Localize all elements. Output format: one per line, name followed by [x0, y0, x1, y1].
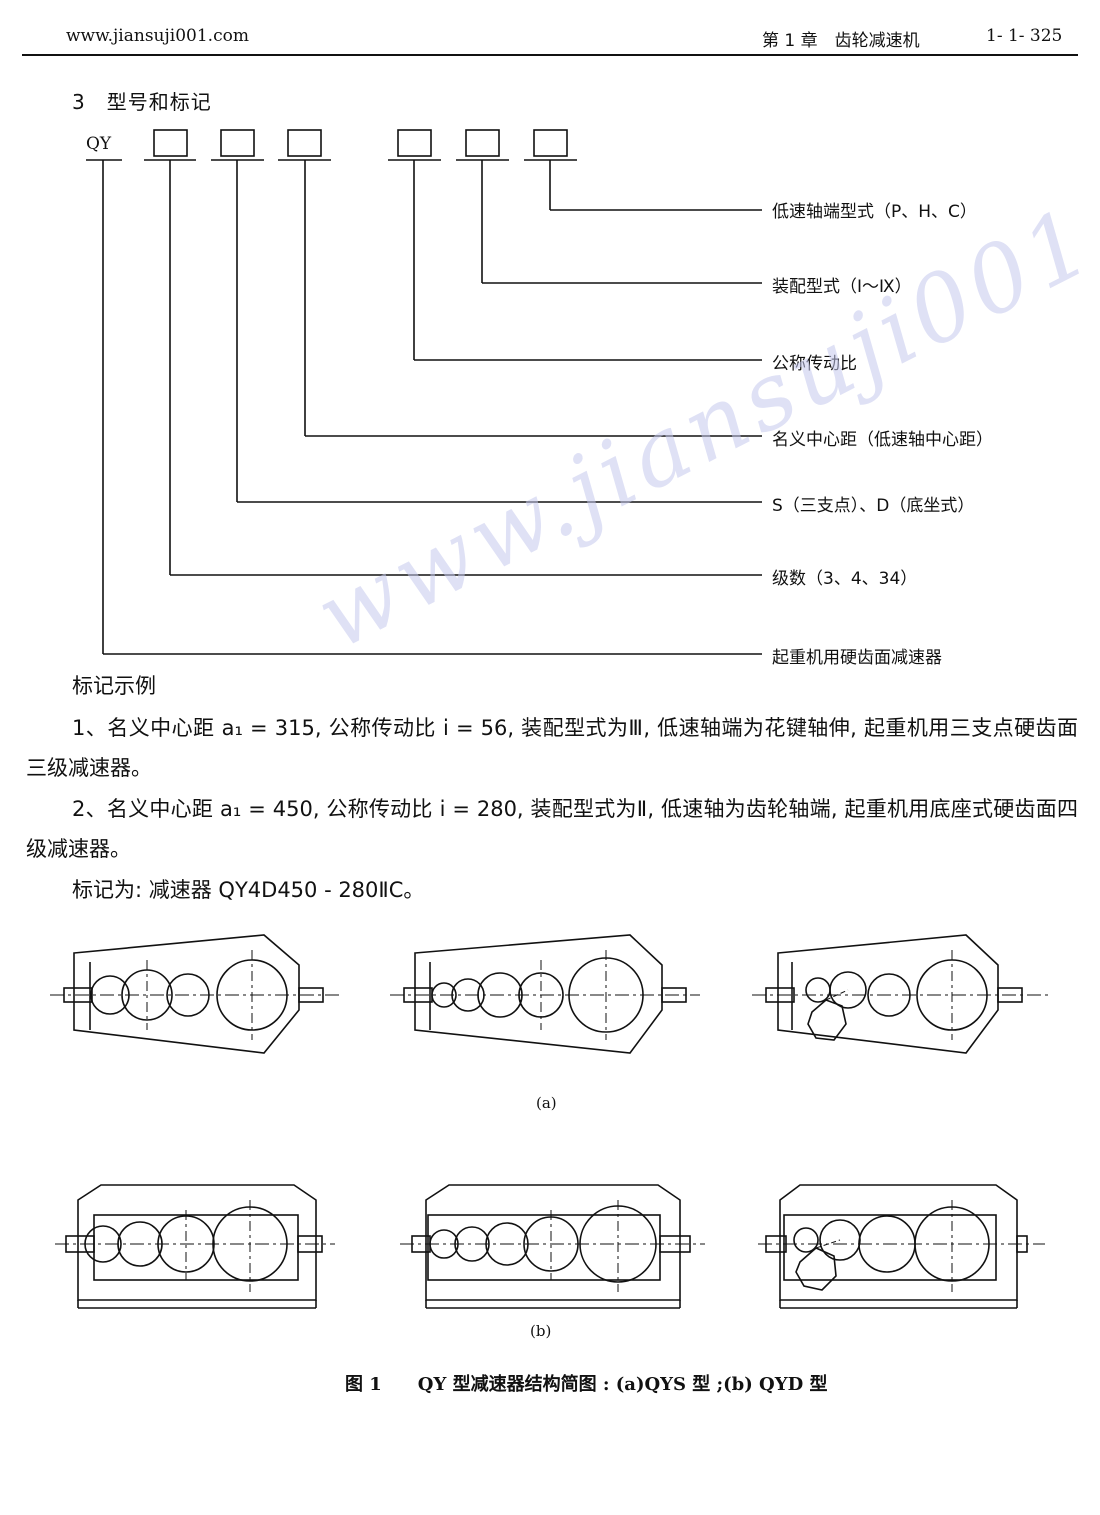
qys-three-stage-drawing: [50, 934, 340, 1054]
qys-three-four-stage-drawing: [752, 934, 1050, 1054]
qys-four-stage-drawing: [390, 934, 700, 1054]
example-2: 2、名义中心距 a₁ = 450, 公称传动比 i = 280, 装配型式为Ⅱ,…: [26, 797, 1078, 861]
header-rule: [22, 54, 1078, 56]
label-stages: 级数（3、4、34）: [772, 569, 918, 589]
label-type: 起重机用硬齿面减速器: [772, 648, 942, 668]
label-ratio: 公称传动比: [772, 354, 857, 374]
label-center-distance: 名义中心距（低速轴中心距）: [772, 430, 993, 450]
site-url: www.jiansuji001.com: [66, 26, 249, 46]
designation-prefix: QY: [86, 134, 112, 154]
marking-example: 标记为: 减速器 QY4D450 - 280ⅡC。: [72, 878, 425, 902]
examples-heading: 标记示例: [72, 674, 156, 698]
example-1: 1、名义中心距 a₁ = 315, 公称传动比 i = 56, 装配型式为Ⅲ, …: [26, 716, 1078, 780]
label-assembly: 装配型式（Ⅰ～Ⅸ）: [772, 277, 912, 297]
qyd-three-four-stage-drawing: [758, 1184, 1045, 1309]
page-number: 1- 1- 325: [986, 26, 1063, 46]
section-title: 3 型号和标记: [72, 90, 212, 114]
label-mounting: S（三支点）、D（底坐式）: [772, 496, 975, 516]
qyd-three-stage-drawing: [55, 1184, 335, 1309]
subfigure-b-label: (b): [530, 1322, 552, 1340]
figure-caption: 图 1 QY 型减速器结构简图 : (a)QYS 型 ;(b) QYD 型: [345, 1374, 828, 1395]
label-shaft-end: 低速轴端型式（P、H、C）: [772, 202, 977, 222]
qyd-four-stage-drawing: [400, 1184, 705, 1309]
subfigure-a-label: (a): [536, 1094, 557, 1112]
chapter-title: 第 1 章 齿轮减速机: [762, 31, 920, 51]
